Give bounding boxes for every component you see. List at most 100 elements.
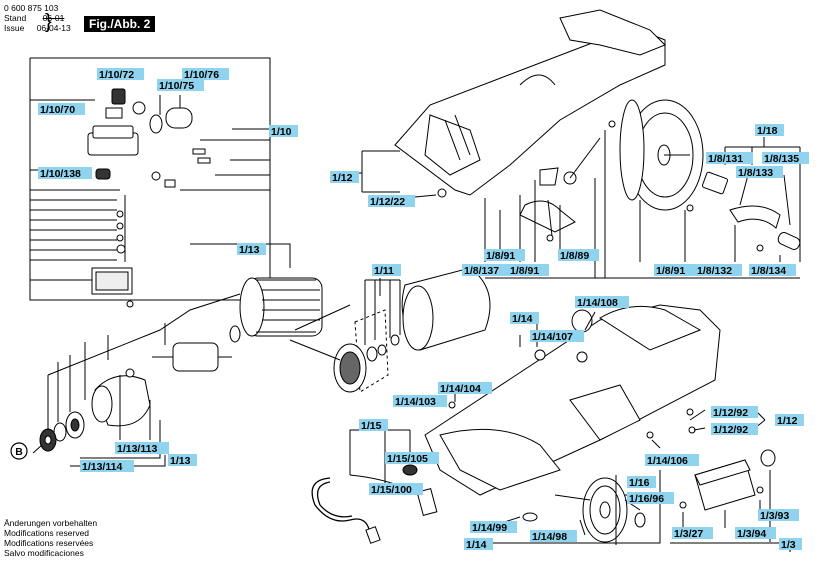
part-label-bg (755, 124, 784, 136)
part-label-bg (38, 103, 85, 115)
part-label-bg (558, 249, 599, 261)
part-label-bg (530, 530, 577, 542)
part-label: 1/16 (629, 477, 650, 489)
part-label-bg (369, 483, 423, 495)
part-label: 1/8/91 (656, 265, 685, 277)
part-label-bg (359, 419, 388, 431)
part-label: 1/10/138 (40, 168, 81, 180)
part-label-bg (749, 264, 796, 276)
part-label: 1/10/72 (99, 69, 134, 81)
part-label: 1/8/133 (738, 167, 773, 179)
part-label-bg (115, 442, 169, 454)
part-label-bg (575, 296, 629, 308)
part-label-bg (168, 454, 197, 466)
part-label-bg (775, 414, 804, 426)
note-en: Modifications reserved (4, 528, 90, 538)
part-label: 1/15/105 (387, 453, 428, 465)
part-label: 1/8/131 (708, 153, 743, 165)
note-fr: Modifications reservées (4, 538, 94, 548)
note-es: Salvo modificaciones (4, 548, 84, 558)
part-label-bg (508, 264, 549, 276)
part-label: 1/14/107 (532, 331, 573, 343)
stand-label: Stand (4, 13, 27, 23)
switch-assembly (29, 57, 271, 308)
top-housing (355, 9, 801, 279)
part-label: 1/8/91 (486, 250, 515, 262)
part-label: 1/8/89 (560, 250, 589, 262)
part-label-bg (736, 166, 783, 178)
part-label: 1/14/104 (440, 383, 481, 395)
part-label: 1/11 (374, 265, 394, 277)
brace-glyph: } (45, 11, 52, 33)
part-label: 1/10/70 (40, 104, 75, 116)
issue-date: 06-04-13 (36, 23, 71, 33)
figure-title: Fig./Abb. 2 (84, 16, 156, 32)
part-label-bg (645, 454, 699, 466)
part-label: 1/10/75 (159, 80, 194, 92)
part-label: 1/13 (239, 244, 260, 256)
stand-old-date: 06-01 (42, 13, 65, 23)
part-label: 1/8/91 (510, 265, 539, 277)
part-label: 1/12/22 (370, 196, 405, 208)
part-label: 1/14/106 (647, 455, 688, 467)
part-label: 1/8/137 (464, 265, 499, 277)
part-label-bg (438, 382, 492, 394)
modification-notes: Änderungen vorbehalten Modifications res… (4, 518, 97, 558)
fan-assembly (289, 267, 491, 393)
part-label: 1/12/92 (713, 407, 748, 419)
part-label-bg (97, 68, 144, 80)
part-label: 1/3/93 (760, 510, 789, 522)
base-housing (424, 304, 766, 545)
capacitor-assembly (670, 449, 791, 552)
part-label: 1/14/103 (395, 396, 436, 408)
part-label-bg (484, 249, 525, 261)
motor-assembly (32, 243, 323, 467)
part-label-bg (393, 395, 447, 407)
document-header: 0 600 875 103 Stand 06-01 Issue 06-04-13… (4, 3, 71, 33)
part-label-bg (654, 264, 695, 276)
part-label: 1/8/135 (764, 153, 799, 165)
part-label-bg (695, 264, 742, 276)
part-label-bg (80, 460, 134, 472)
part-label-bg (627, 492, 674, 504)
part-label: 1/15 (361, 420, 382, 432)
part-label: 1/12 (332, 172, 353, 184)
part-label-bg (735, 527, 776, 539)
part-label-bg (711, 423, 758, 435)
part-label: 1/13 (170, 455, 191, 467)
part-label-bg (330, 171, 359, 183)
part-label: 1/13/113 (117, 443, 157, 455)
part-label-bg (182, 68, 229, 80)
part-label-bg (237, 243, 266, 255)
part-label: 1/8/134 (751, 265, 786, 277)
part-label: 1/13/114 (82, 461, 122, 473)
part-label-bg (464, 538, 493, 550)
part-label: 1/10/76 (184, 69, 219, 81)
part-label-bg (38, 167, 92, 179)
part-label: 1/3 (781, 539, 796, 551)
part-label: 1/14 (512, 313, 533, 325)
part-label-bg (627, 476, 656, 488)
part-label: 1/12 (777, 415, 798, 427)
part-label-bg (510, 312, 539, 324)
part-label-bg (470, 521, 517, 533)
part-label-bg (779, 538, 802, 550)
document-number: 0 600 875 103 (4, 3, 59, 13)
part-label: 1/15/100 (371, 484, 412, 496)
callout-b-label: B (15, 446, 23, 458)
part-label-bg (711, 406, 758, 418)
part-label: 1/3/27 (674, 528, 703, 540)
callout-b-circle (10, 442, 28, 460)
part-label: 1/18 (757, 125, 778, 137)
part-label: 1/14/98 (532, 531, 567, 543)
part-label-bg (530, 330, 584, 342)
part-label-bg (157, 79, 204, 91)
part-label-bg (672, 527, 713, 539)
part-label: 1/3/94 (737, 528, 766, 540)
part-label-bg (269, 125, 298, 137)
part-label-bg (706, 152, 753, 164)
part-label: 1/12/92 (713, 424, 748, 436)
part-label-bg (368, 195, 415, 207)
